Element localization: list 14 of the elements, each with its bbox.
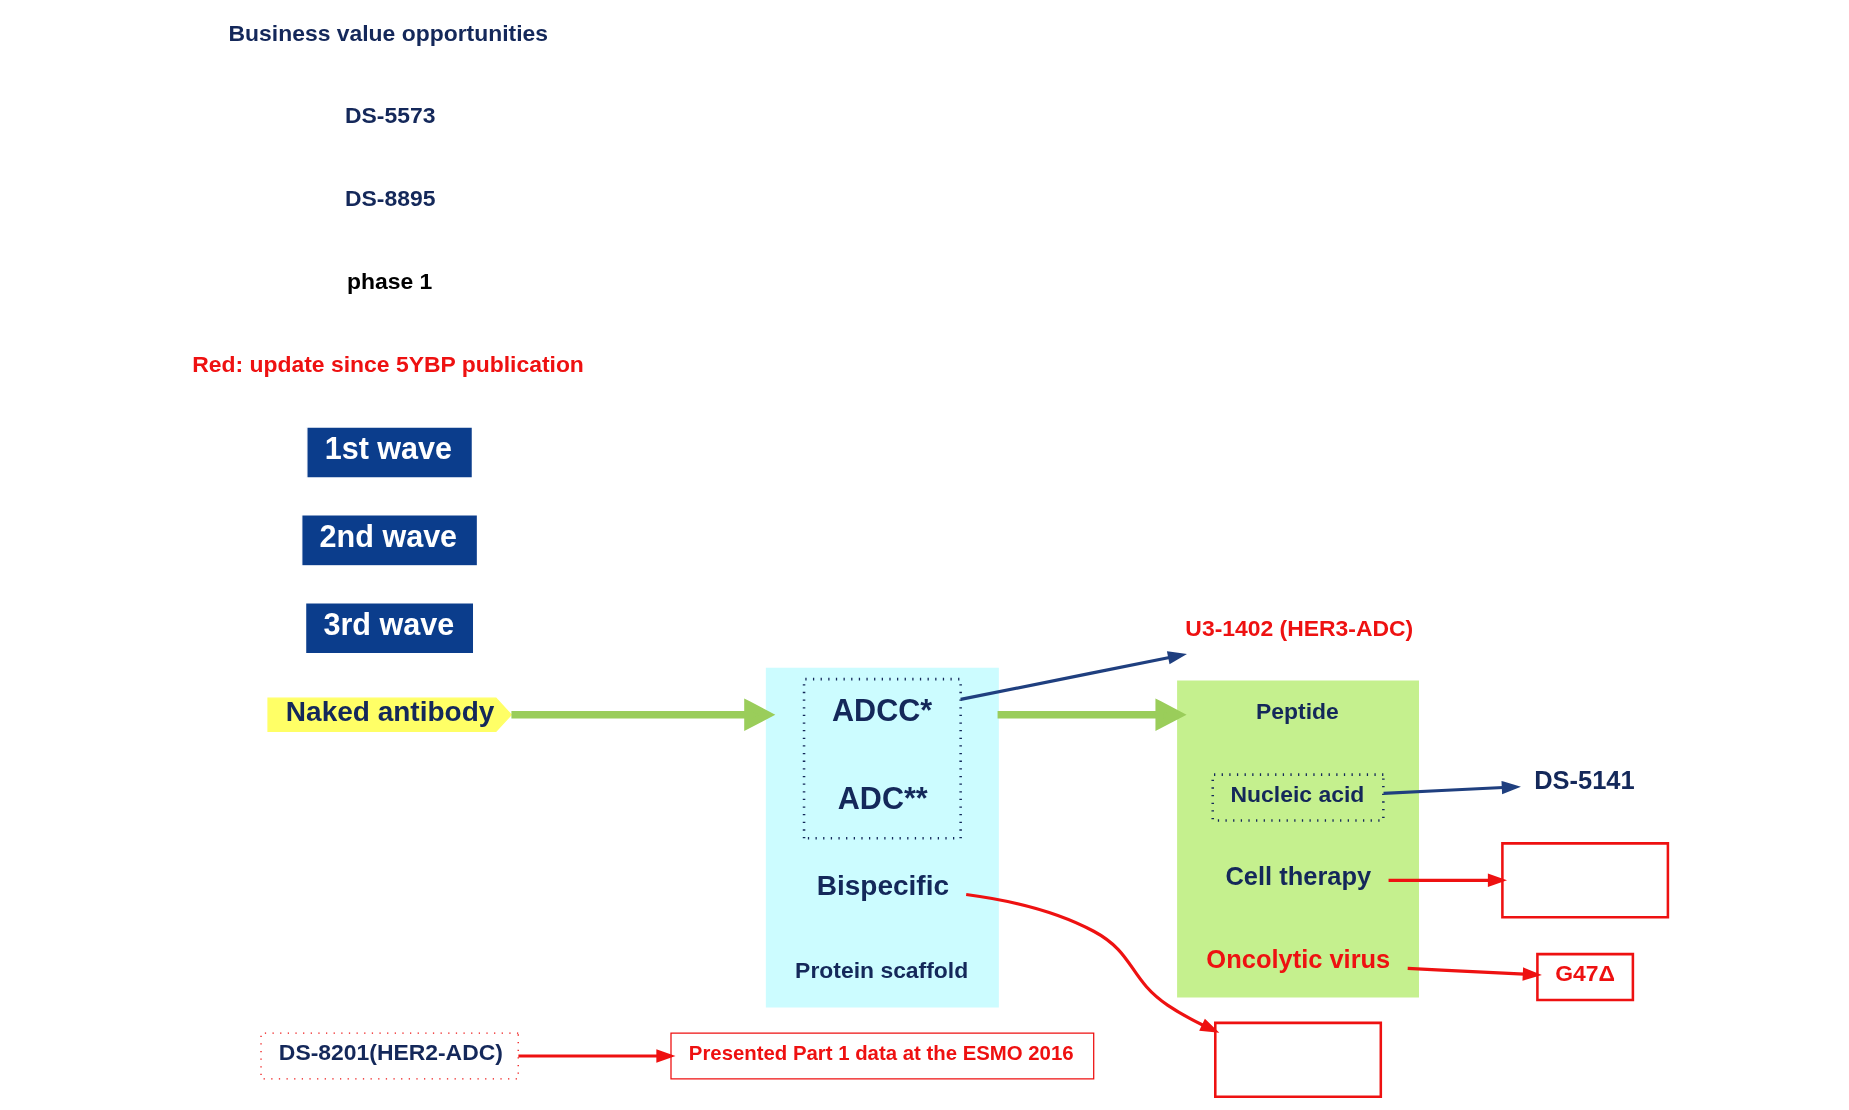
node-text: Protein scaffold xyxy=(794,956,968,983)
node-text: ADCC* xyxy=(831,693,932,728)
label: DS-5573 xyxy=(344,102,435,129)
label: Business value opportunities xyxy=(228,19,548,46)
node-text: U3-1402 (HER3-ADC) xyxy=(1184,615,1413,642)
node-text: DS-5141 xyxy=(1533,765,1635,794)
node-text: Cell therapy xyxy=(1224,862,1371,891)
label: phase 1 xyxy=(346,267,432,294)
node-text: Bispecific xyxy=(816,870,949,902)
node-text: Oncolytic virus xyxy=(1205,945,1390,974)
label: Red: update since 5YBP publication xyxy=(191,350,584,377)
label: DS-8895 xyxy=(344,185,435,212)
node-text: Peptide xyxy=(1255,698,1339,725)
node-text: ADC** xyxy=(837,781,928,816)
